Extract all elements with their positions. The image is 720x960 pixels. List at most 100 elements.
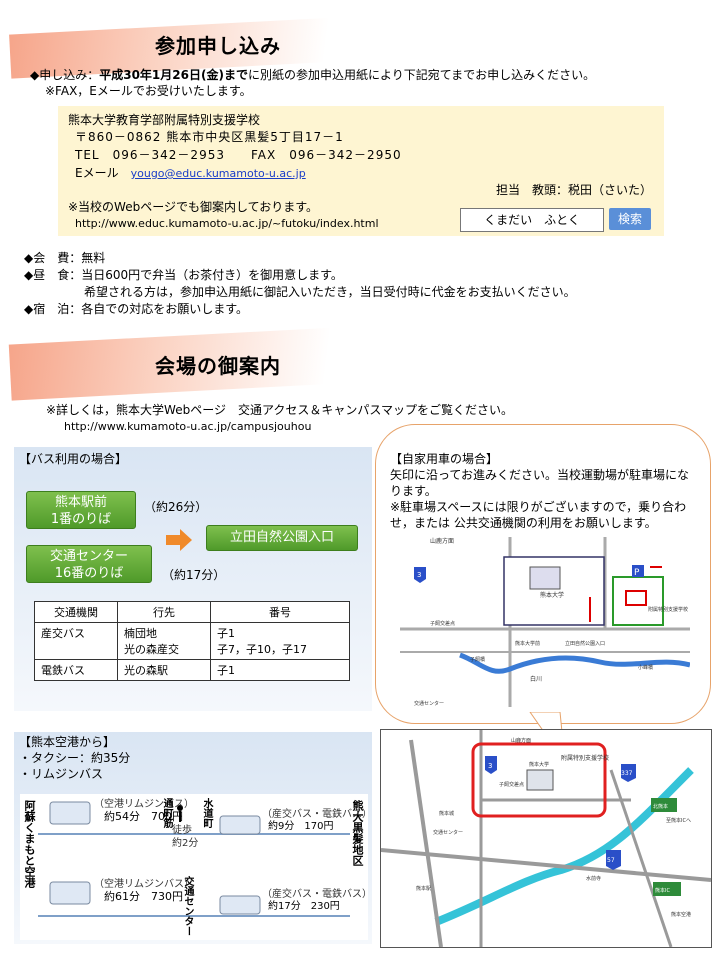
parking-icon: P [634, 568, 640, 578]
route1-bus2: （産交バス・電鉄バス） [262, 809, 372, 820]
map-label-school: 附属特別支援学校 [648, 606, 688, 613]
walk-time: 徒歩 約2分 [172, 825, 199, 849]
map2-label-kitakumamoto: 北熊本 [653, 803, 668, 810]
bus-icon [49, 881, 91, 905]
map-label-yamaga: 山鹿方面 [430, 537, 454, 545]
map2-label-airport: 熊本空港 [671, 911, 691, 918]
bus-heading: 【バス利用の場合】 [19, 452, 128, 466]
application-instruction: に別紙の参加申込用紙により下記宛てまでお申し込みください。 [247, 68, 596, 82]
airport-heading: 【熊本空港から】 [19, 735, 116, 749]
web-note: ※当校のWebページでも御案内しております。 [68, 200, 319, 214]
fee-line: ◆会 費：無料 [24, 251, 106, 265]
map-label-kokai-bridge: 子飼橋 [470, 656, 485, 663]
car-text: 矢印に沿ってお進みください。当校運動場が駐車場になります。 ※駐車場スペースには… [390, 468, 690, 530]
map2-label-school: 附属特別支援学校 [561, 754, 609, 762]
section-title-venue: 会場の御案内 [155, 354, 281, 378]
map-label-kumadai: 熊本大学 [540, 591, 564, 599]
map2-label-station: 熊本駅 [416, 885, 431, 892]
map2-label-kokai: 子飼交差点 [499, 781, 524, 788]
map-label-kumadai-mae: 熊本大学前 [515, 640, 540, 647]
application-label: ◆申し込み： [30, 68, 100, 82]
dest-kumadai: 熊大黒髪地区 [351, 800, 364, 866]
route1-bus1-info: 約54分 700円 [104, 810, 183, 823]
taxi-line: ・タクシー：約35分 [19, 751, 131, 765]
bus-icon [219, 815, 261, 835]
route2-bus2-info: 約17分 230円 [268, 901, 340, 912]
walk-icon [177, 805, 183, 811]
web-url[interactable]: http://www.educ.kumamoto-u.ac.jp/~futoku… [75, 217, 379, 230]
car-bubble: 【自家用車の場合】 矢印に沿ってお進みください。当校運動場が駐車場になります。 … [375, 424, 711, 724]
map2-label-to-ic: 至熊本ICへ [666, 817, 691, 824]
map-label-shirakawa: 白川 [530, 675, 542, 683]
venue-note: ※詳しくは，熊本大学Webページ 交通アクセス＆キャンパスマップをご覧ください。 [46, 403, 514, 417]
map2-label-kumamoto-ic: 熊本IC [655, 887, 670, 894]
bus-icon [219, 895, 261, 915]
airport-panel: 【熊本空港から】 ・タクシー：約35分 ・リムジンバス 阿蘇くまもと空港 熊大黒… [14, 732, 372, 944]
map2-route337: 337 [621, 770, 633, 777]
bus-icon [49, 801, 91, 825]
route1-stop-torichosuji: 通町筋 [161, 798, 172, 828]
stop-kotsu-center: 交通センター 16番のりば [26, 545, 152, 583]
limousine-line: ・リムジンバス [19, 767, 104, 781]
bus-panel: 【バス利用の場合】 熊本駅前 1番のりば （約26分） 交通センター 16番のり… [14, 447, 372, 711]
route2-bus1-info: 約61分 730円 [104, 890, 183, 903]
route3-sign-icon [414, 567, 426, 583]
lunch-line: ◆昼 食：当日600円で弁当（お茶付き）を御用意します。 [24, 268, 343, 282]
fax-email-note: ※FAX，Eメールでお受けいたします。 [45, 84, 252, 98]
contact-person: 担当 教頭：税田（さいた） [496, 183, 653, 197]
route2-stop-kotsu-center: 交通センター [182, 876, 193, 936]
table-row: 電鉄バス 光の森駅 子1 [34, 659, 350, 681]
email-link[interactable]: yougo@educ.kumamoto-u.ac.jp [130, 167, 306, 180]
lunch-note: 希望される方は，参加申込用紙に御記入いただき，当日受付時に代金をお支払いください… [84, 285, 576, 299]
map-label-tatsuda: 立田自然公園入口 [565, 640, 605, 647]
origin-airport: 阿蘇くまもと空港 [23, 800, 36, 888]
stop-kumamoto-station: 熊本駅前 1番のりば [26, 491, 136, 529]
tel-number: 096－342－2953 [112, 148, 225, 162]
bus-table: 交通機関 行先 番号 産交バス 楠団地 光の森産交 子1 子7，子10，子17 … [34, 601, 350, 681]
map2-route3: 3 [488, 762, 492, 770]
section-title-application: 参加申し込み [155, 34, 281, 58]
campus-map: P 3 山鹿方面 熊本大学 附属特別支援学校 子飼交差点 熊本大学前 立田自然公… [400, 537, 690, 707]
airport-route-diagram: 阿蘇くまもと空港 熊大黒髪地区 （空港リムジンバス） 約54分 700円 通町筋… [20, 794, 372, 940]
route3-number: 3 [417, 571, 421, 579]
route337-sign-icon [621, 764, 636, 782]
map2-label-yamaga: 山鹿方面 [511, 737, 531, 744]
map2-label-kumadai: 熊本大学 [529, 761, 549, 768]
stop2-time: （約17分） [162, 568, 226, 582]
dest-tatsuda-park: 立田自然公園入口 [206, 525, 358, 551]
school-name: 熊本大学教育学部附属特別支援学校 [68, 113, 261, 127]
route-lines [38, 801, 350, 917]
route1-bus1: （空港リムジンバス） [94, 799, 194, 810]
map-label-kotsu-center: 交通センター [414, 700, 444, 707]
route1-bus2-info: 約9分 170円 [268, 821, 334, 832]
contact-address-box: 熊本大学教育学部附属特別支援学校 〒860－0862 熊本市中央区黒髪5丁目17… [58, 106, 664, 236]
venue-url[interactable]: http://www.kumamoto-u.ac.jp/campusjouhou [64, 420, 312, 433]
email-line: Eメール yougo@educ.kumamoto-u.ac.jp [75, 166, 306, 180]
lodging-line: ◆宿 泊：各自での対応をお願いします。 [24, 302, 249, 316]
map2-label-suizenji: 水前寺 [586, 875, 601, 882]
postal-address: 〒860－0862 熊本市中央区黒髪5丁目17－1 [75, 130, 344, 144]
route2-bus2: （産交バス・電鉄バス） [262, 889, 372, 900]
arrow-right-icon [166, 529, 192, 551]
map-label-komine: 小峰橋 [638, 664, 653, 671]
search-button[interactable]: 検索 [609, 208, 651, 230]
application-line: ◆申し込み：平成30年1月26日(金)までに別紙の参加申込用紙により下記宛てまで… [30, 67, 710, 83]
area-map: 3 57 337 山鹿方面 熊本大学 附属特別支援学校 子飼交差点 熊本城 交通… [380, 729, 712, 948]
map2-label-kotsu-center: 交通センター [433, 829, 463, 836]
route1-stop-suidocho: 水道町 [201, 798, 212, 828]
route2-bus1: （空港リムジンバス） [94, 879, 194, 890]
table-header-row: 交通機関 行先 番号 [34, 601, 350, 623]
route3-sign-icon [485, 756, 497, 774]
map2-label-castle: 熊本城 [439, 810, 454, 817]
map-label-kokai-crossing: 子飼交差点 [430, 620, 455, 627]
kumadai-highlight-box [471, 742, 607, 818]
route57-sign-icon [606, 850, 621, 870]
table-row: 産交バス 楠団地 光の森産交 子1 子7，子10，子17 [34, 622, 350, 660]
application-deadline: 平成30年1月26日(金)まで [99, 68, 248, 82]
search-input[interactable]: くまだい ふとく [460, 208, 604, 232]
tel-line: TEL 096－342－2953 FAX 096－342－2950 [75, 148, 402, 162]
car-heading: 【自家用車の場合】 [390, 452, 499, 466]
map2-route57: 57 [607, 857, 615, 864]
stop1-time: （約26分） [144, 500, 208, 514]
fax-number: 096－342－2950 [289, 148, 402, 162]
